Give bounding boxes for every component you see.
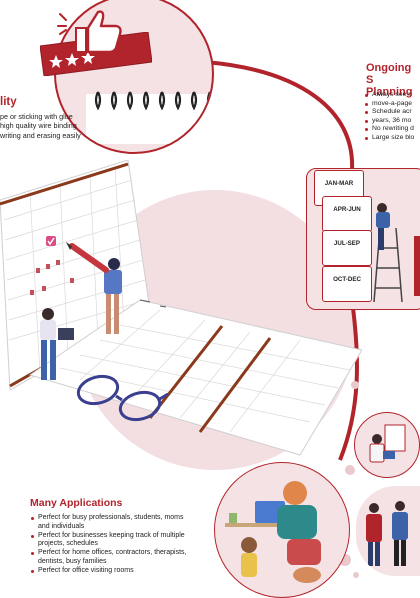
pencil-icon <box>66 242 109 273</box>
thumbs-up-icon <box>75 10 122 54</box>
spiral-binding-icon <box>86 91 212 144</box>
planning-bullet: move-a-page <box>364 100 420 109</box>
quarter-card-oct-dec: OCT-DEC <box>322 266 372 302</box>
planning-bullet: years, 36 mo <box>364 117 420 126</box>
planning-bullet: No rewriting d <box>364 125 420 134</box>
planning-bullets: Always see n move-a-page Schedule acr ye… <box>364 91 420 143</box>
applications-bullet: Perfect for office visiting rooms <box>30 567 187 576</box>
quality-circle <box>54 0 214 154</box>
office-circle <box>356 486 420 576</box>
planning-title-line2: Planning <box>366 86 413 98</box>
planning-title-line1: Ongoing S <box>366 62 412 86</box>
planning-bullet: Large size blo <box>364 134 420 143</box>
team-circle <box>354 412 420 478</box>
calendar-illustration <box>0 160 362 456</box>
applications-title: Many Applications <box>30 497 123 509</box>
applications-bullet: Perfect for home offices, contractors, t… <box>30 549 187 558</box>
quarter-label: JUL-SEP <box>333 240 361 247</box>
quality-title: lity <box>0 96 17 108</box>
ladder-person-illustration <box>373 203 420 302</box>
star-icon <box>49 51 95 68</box>
quarter-label: JAN-MAR <box>324 180 354 187</box>
quality-line: high quality wire binding <box>0 121 77 131</box>
quarter-card-jul-sep: JUL-SEP <box>322 230 372 266</box>
person-illustration <box>40 258 122 380</box>
planning-bullet: Schedule acr <box>364 108 420 117</box>
planning-bullet: Always see n <box>364 91 420 100</box>
planning-title: Ongoing S Planning <box>366 62 420 98</box>
applications-bullet-cont: and individuals <box>38 522 85 530</box>
quarter-label: APR-JUN <box>333 206 361 213</box>
applications-bullet-cont: dentists, busy families <box>38 557 107 565</box>
applications-list: Perfect for busy professionals, students… <box>30 514 187 576</box>
applications-bullet: Perfect for businesses keeping track of … <box>30 532 187 541</box>
check-icon <box>46 236 56 246</box>
sparkle-lines <box>57 13 67 35</box>
applications-bullet-cont: projects, schedules <box>38 540 98 548</box>
quality-lines: pe or sticking with glue high quality wi… <box>0 112 81 140</box>
quality-line: writing and erasing easily <box>0 130 81 140</box>
glasses-icon <box>76 374 169 422</box>
quality-line: pe or sticking with glue <box>0 112 73 121</box>
quarter-label: OCT-DEC <box>333 276 361 283</box>
applications-bullet: Perfect for busy professionals, students… <box>30 514 187 523</box>
home-office-circle <box>214 462 350 598</box>
